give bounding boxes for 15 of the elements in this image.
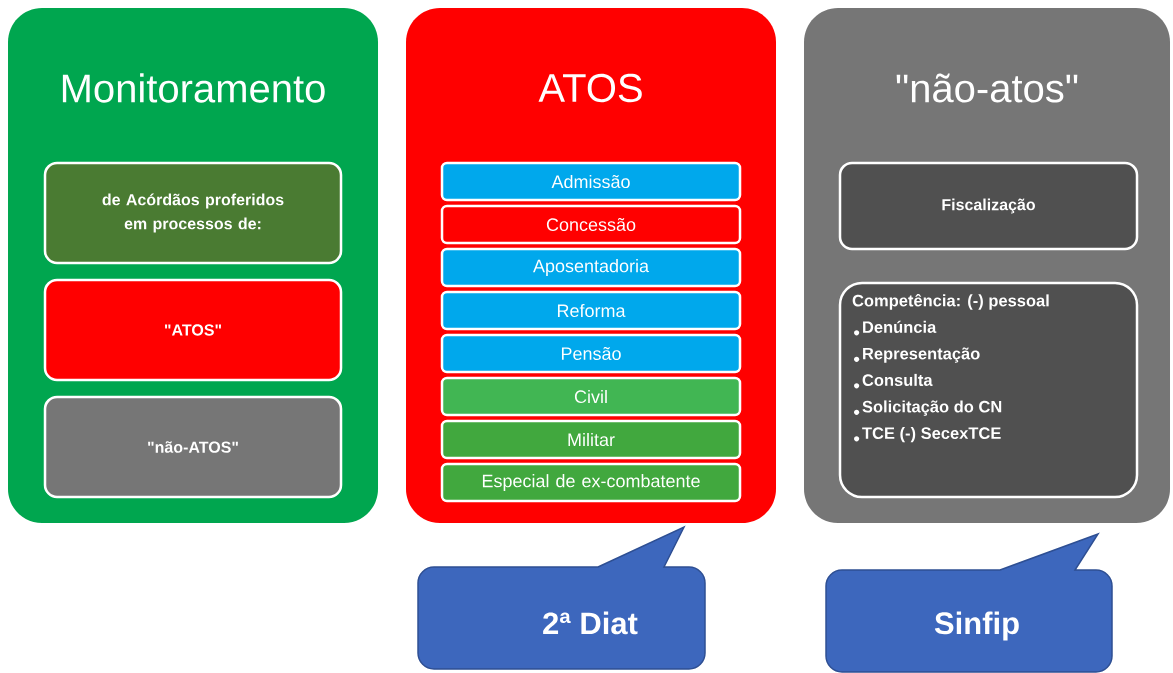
process-box: Fiscalização xyxy=(838,161,1139,251)
speech-bubble: Sinfip xyxy=(825,533,1113,673)
list-item-box: Especial de ex-combatente xyxy=(440,462,742,503)
text-box: Competência: (-) pessoal Denúncia Representação Consulta Solicitação do CN TCE (-) SecexTCE xyxy=(838,281,1139,499)
list-item-box: Pensão xyxy=(440,333,742,374)
process-box: "não-ATOS" xyxy=(43,395,343,499)
list-item-box: Aposentadoria xyxy=(440,247,742,288)
list-item-box: Admissão xyxy=(440,161,742,202)
process-box: de Acórdãos proferidos em processos de: xyxy=(43,161,343,265)
list-item-box: Reforma xyxy=(440,290,742,331)
speech-bubble: 2ª Diat xyxy=(417,526,706,670)
process-box: "ATOS" xyxy=(43,278,343,382)
list-item-box: Concessão xyxy=(440,204,742,245)
list-item-box: Civil xyxy=(440,376,742,417)
list-item-box: Militar xyxy=(440,419,742,460)
